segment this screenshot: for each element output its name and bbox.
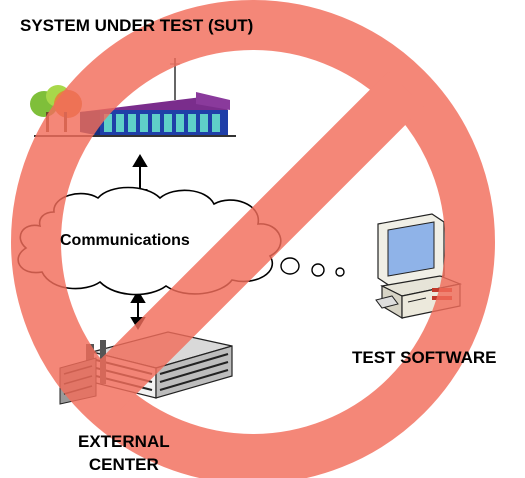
external-center-line2: CENTER [88, 455, 159, 474]
communications-label: Communications [60, 232, 190, 249]
thought-bubbles [280, 257, 345, 277]
external-center-label: EXTERNAL CENTER [78, 430, 170, 476]
sut-title: SYSTEM UNDER TEST (SUT) [20, 16, 254, 35]
desktop-computer-icon [375, 213, 463, 320]
external-center-line1: EXTERNAL [78, 432, 170, 451]
test-software-label: TEST SOFTWARE [352, 348, 497, 367]
no-symbol-icon [11, 0, 495, 478]
